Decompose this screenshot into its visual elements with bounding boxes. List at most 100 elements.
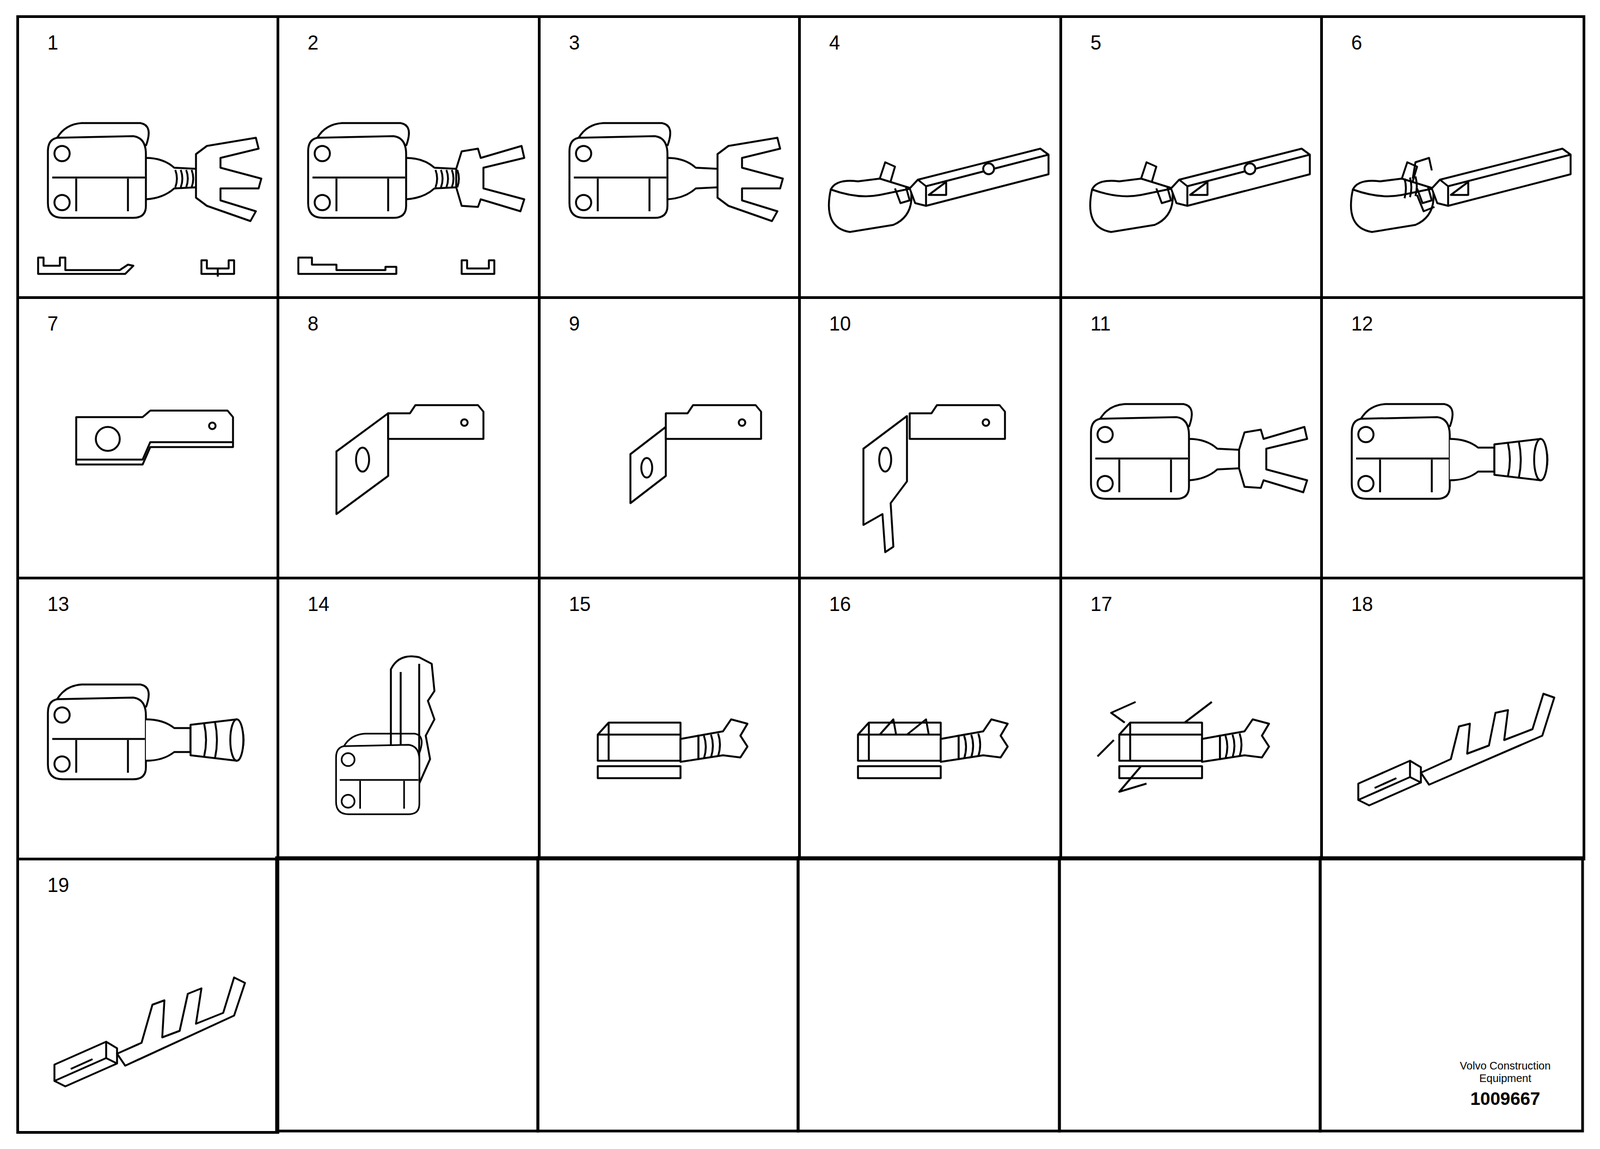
terminal-line xyxy=(597,765,681,778)
terminal-drawing xyxy=(335,656,435,814)
terminal-drawing xyxy=(47,684,244,780)
callout-number: 9 xyxy=(568,314,580,334)
terminal-line xyxy=(344,733,422,753)
terminal-line xyxy=(1450,181,1469,195)
terminal-line xyxy=(70,1058,93,1069)
terminal-hole xyxy=(356,447,370,472)
terminal-line xyxy=(336,413,389,514)
empty-cell xyxy=(276,857,538,1131)
callout-number: 15 xyxy=(568,594,591,615)
terminal-line xyxy=(863,415,907,553)
terminal-drawing xyxy=(1351,148,1571,232)
terminal-line xyxy=(145,719,191,761)
callout-number: 18 xyxy=(1351,594,1373,615)
empty-cell xyxy=(1320,857,1583,1131)
grid-cell: 1 xyxy=(16,15,280,299)
terminal-line xyxy=(909,405,1005,439)
terminal-hole xyxy=(738,419,746,426)
terminal-line xyxy=(190,719,244,761)
grid-cell: 18 xyxy=(1320,576,1586,861)
terminal-line xyxy=(958,719,1008,759)
terminal-line xyxy=(1352,178,1434,190)
terminal-line xyxy=(451,169,454,188)
terminal-line xyxy=(461,260,495,274)
terminal-hole xyxy=(54,707,70,723)
grid-cell: 15 xyxy=(537,576,801,861)
terminal-hole xyxy=(230,719,244,761)
callout-number: 4 xyxy=(829,33,841,53)
terminal-line xyxy=(909,148,1049,206)
terminal-line xyxy=(38,257,134,274)
terminal-hole xyxy=(982,419,990,426)
terminal-line xyxy=(1507,441,1522,478)
terminal-drawing xyxy=(298,123,525,274)
callout-number: 1 xyxy=(47,33,59,53)
terminal-line xyxy=(1095,457,1188,460)
terminal-line xyxy=(360,780,405,809)
terminal-line xyxy=(1358,760,1421,806)
callout-number: 14 xyxy=(307,594,330,615)
terminal-drawing xyxy=(597,719,748,778)
terminal-line xyxy=(698,719,748,759)
terminal-line xyxy=(457,169,459,188)
terminal-hole xyxy=(54,194,70,211)
terminal-line xyxy=(1090,417,1189,499)
terminal-line xyxy=(339,779,419,781)
terminal-line xyxy=(1401,162,1432,204)
terminal-line xyxy=(406,157,457,200)
terminal-line xyxy=(317,123,409,146)
grid-cell: 9 xyxy=(537,296,801,580)
terminal-line xyxy=(717,137,783,222)
grid-cell: 14 xyxy=(276,576,541,861)
callout-number: 2 xyxy=(307,33,319,53)
terminal-line xyxy=(52,176,145,179)
terminal-line xyxy=(308,136,407,218)
grid-cell: 8 xyxy=(276,296,541,580)
terminal-line xyxy=(703,733,721,759)
publisher-note: Volvo Construction Equipment xyxy=(1439,1059,1571,1085)
terminal-line xyxy=(388,405,484,439)
terminal-line xyxy=(879,162,910,204)
terminal-line xyxy=(830,178,912,190)
terminal-line xyxy=(597,722,681,761)
terminal-line xyxy=(1404,176,1418,199)
terminal-line xyxy=(940,735,959,762)
terminal-line xyxy=(336,178,389,212)
callout-number: 3 xyxy=(568,33,580,53)
terminal-hole xyxy=(341,752,355,766)
terminal-line xyxy=(1239,426,1308,493)
callout-number: 8 xyxy=(307,314,319,334)
terminal-line xyxy=(1358,760,1411,800)
terminal-line xyxy=(1119,459,1172,493)
terminal-line xyxy=(597,178,650,212)
terminal-line xyxy=(680,735,699,762)
callout-number: 5 xyxy=(1090,33,1102,53)
drawing-number: 1009667 xyxy=(1439,1088,1571,1109)
terminal-line xyxy=(175,169,177,188)
terminal-line xyxy=(829,188,912,232)
terminal-line xyxy=(298,257,397,274)
terminal-line xyxy=(435,169,438,188)
terminal-drawing xyxy=(1090,403,1308,499)
terminal-line xyxy=(1351,417,1450,499)
empty-cell xyxy=(537,857,799,1131)
terminal-hole xyxy=(54,756,70,772)
terminal-line xyxy=(440,169,443,188)
terminal-hole xyxy=(1097,426,1113,443)
grid-cell: 17 xyxy=(1059,576,1323,861)
terminal-line xyxy=(1374,777,1397,788)
terminal-line xyxy=(191,169,194,188)
terminal-drawing xyxy=(1351,403,1548,499)
terminal-line xyxy=(76,410,234,460)
terminal-hole xyxy=(983,163,995,175)
grid-cell: 7 xyxy=(16,296,280,580)
terminal-line xyxy=(57,684,149,708)
callout-number: 16 xyxy=(829,594,851,615)
terminal-line xyxy=(335,744,420,815)
terminal-hole xyxy=(209,422,216,429)
terminal-line xyxy=(201,260,235,277)
terminal-line xyxy=(186,169,188,188)
terminal-line xyxy=(1141,162,1172,204)
terminal-line xyxy=(1361,403,1453,427)
terminal-hole xyxy=(314,145,330,162)
